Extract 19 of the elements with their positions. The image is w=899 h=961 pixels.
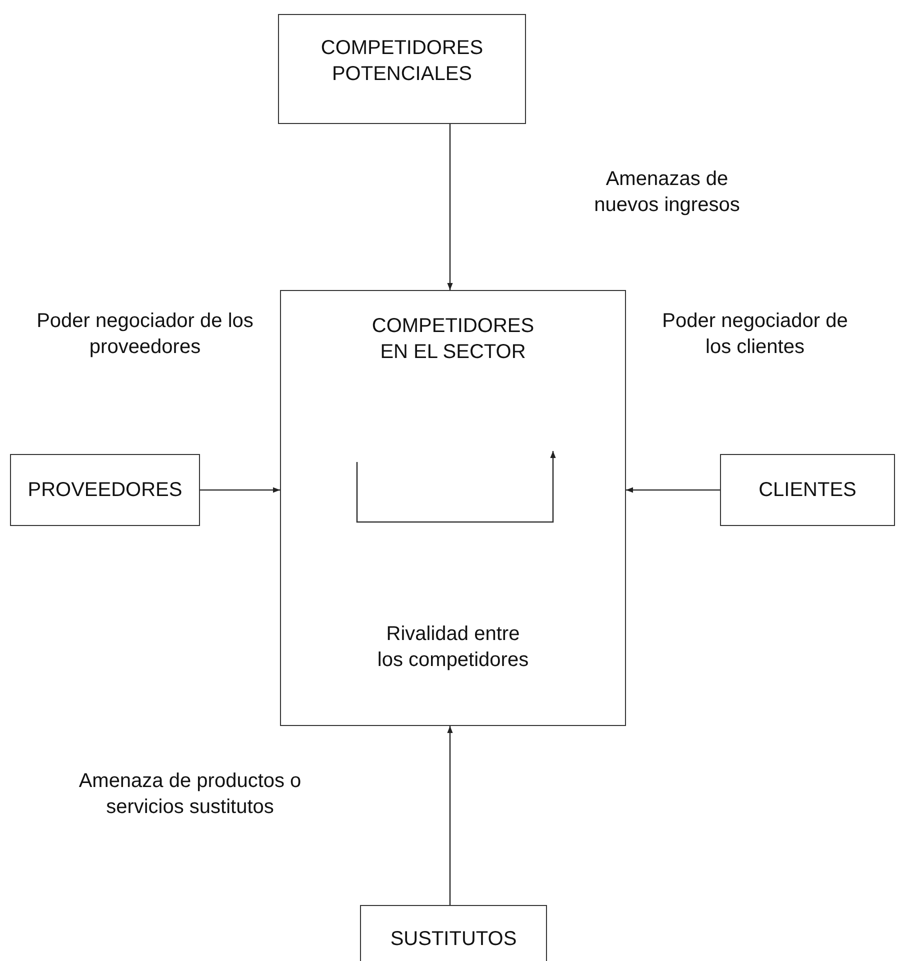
arrow xyxy=(447,124,453,290)
box-title: CLIENTES xyxy=(758,478,858,503)
arrow xyxy=(626,487,720,493)
force-label: Amenaza de productos o servicios sustitutos xyxy=(78,769,302,820)
force-box xyxy=(360,905,547,961)
force-label: Poder negociador de los proveedores xyxy=(36,309,254,360)
force-label: Poder negociador de los clientes xyxy=(661,309,849,360)
box-title: SUSTITUTOS xyxy=(389,927,518,952)
sector-box xyxy=(280,290,626,726)
force-box xyxy=(720,454,895,526)
force-box xyxy=(278,14,526,124)
box-title: PROVEEDORES xyxy=(26,478,184,503)
box-title: COMPETIDORES POTENCIALES xyxy=(320,36,484,87)
arrow xyxy=(447,726,453,905)
box-caption: Rivalidad entre los competidores xyxy=(376,622,530,673)
force-box xyxy=(10,454,200,526)
box-title: COMPETIDORES EN EL SECTOR xyxy=(370,314,536,365)
arrow xyxy=(200,487,280,493)
force-label: Amenazas de nuevos ingresos xyxy=(593,167,741,218)
